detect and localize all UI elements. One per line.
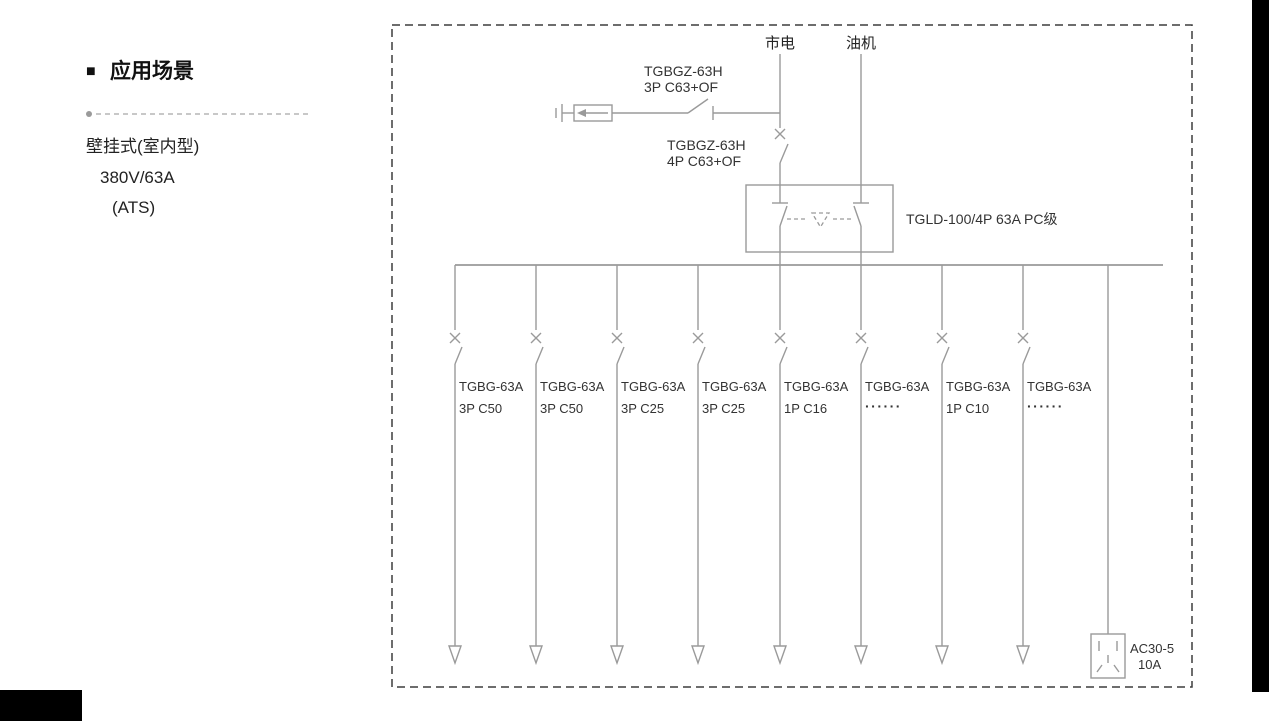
branch-spec-label: 3P C50	[540, 401, 583, 416]
branch-model-label: TGBG-63A	[540, 379, 605, 394]
load-arrow-icon	[854, 645, 868, 666]
breaker-icon	[692, 332, 706, 365]
generator-source-label: 油机	[846, 35, 876, 52]
load-arrow-icon	[1016, 645, 1030, 666]
socket-model-label: AC30-5	[1130, 641, 1174, 656]
spd-icon	[573, 104, 613, 122]
branch-model-label: TGBG-63A	[784, 379, 849, 394]
feeder-branch: TGBG-63A 3P C50	[529, 265, 605, 666]
branch-spec-label: 3P C25	[621, 401, 664, 416]
feeder-branch: TGBG-63A ······	[1016, 265, 1092, 666]
ground-icon	[555, 104, 563, 122]
socket-rating-label: 10A	[1138, 657, 1161, 672]
load-arrow-icon	[935, 645, 949, 666]
load-arrow-icon	[448, 645, 462, 666]
mains-incoming-line	[774, 54, 789, 185]
panel-description-line: 380V/63A	[100, 168, 175, 187]
branch-spec-label: 1P C10	[946, 401, 989, 416]
ats-box	[745, 184, 894, 265]
spd-breaker-icon	[687, 98, 714, 120]
breaker-icon	[1017, 332, 1031, 365]
branch-spec-label: 1P C16	[784, 401, 827, 416]
feeder-branch: TGBG-63A 1P C16	[773, 265, 849, 666]
load-arrow-icon	[610, 645, 624, 666]
load-arrow-icon	[529, 645, 543, 666]
ats-label: TGLD-100/4P 63A PC级	[906, 211, 1057, 227]
load-arrow-icon	[773, 645, 787, 666]
branch-model-label: TGBG-63A	[865, 379, 930, 394]
left-panel: ■ 应用场景 壁挂式(室内型) 380V/63A (ATS)	[86, 59, 312, 217]
breaker-icon	[774, 332, 788, 365]
branch-model-label: TGBG-63A	[946, 379, 1011, 394]
mains-source-label: 市电	[765, 35, 795, 52]
ats-triangle-icon	[810, 212, 831, 229]
breaker-icon	[449, 332, 463, 365]
spd-branch	[555, 98, 780, 122]
branch-model-label: TGBG-63A	[459, 379, 524, 394]
breaker-icon	[530, 332, 544, 365]
black-bar-bottom-left	[0, 690, 82, 721]
diagram-dashed-border	[391, 24, 1193, 688]
panel-description-line: 壁挂式(室内型)	[86, 137, 199, 156]
section-title: 应用场景	[110, 59, 194, 83]
branch-model-label: TGBG-63A	[702, 379, 767, 394]
branch-spec-label: 3P C25	[702, 401, 745, 416]
branch-model-label: TGBG-63A	[621, 379, 686, 394]
branch-spec-label: ······	[1027, 398, 1064, 414]
feeder-branch: TGBG-63A 1P C10	[935, 265, 1011, 666]
load-arrow-icon	[691, 645, 705, 666]
title-bullet-icon: ■	[86, 63, 96, 80]
black-bar-right	[1252, 0, 1269, 692]
socket-icon	[1090, 633, 1126, 679]
breaker-icon	[611, 332, 625, 365]
main-breaker-spec-label: 4P C63+OF	[667, 153, 741, 169]
breaker-icon	[936, 332, 950, 365]
main-breaker-model-label: TGBGZ-63H	[667, 137, 746, 153]
spd-breaker-model-label: TGBGZ-63H	[644, 63, 723, 79]
breaker-icon	[855, 332, 869, 365]
spd-breaker-spec-label: 3P C63+OF	[644, 79, 718, 95]
feeder-branch: TGBG-63A 3P C25	[691, 265, 767, 666]
title-underline	[86, 111, 312, 117]
feeder-branch: TGBG-63A ······	[854, 265, 930, 666]
socket-branch: AC30-5 10A	[1090, 265, 1174, 679]
feeder-branch: TGBG-63A 3P C50	[448, 265, 524, 666]
main-breaker-icon	[774, 128, 789, 164]
branch-spec-label: ······	[865, 398, 902, 414]
branch-model-label: TGBG-63A	[1027, 379, 1092, 394]
branch-spec-label: 3P C50	[459, 401, 502, 416]
feeder-branch: TGBG-63A 3P C25	[610, 265, 686, 666]
panel-description-line: (ATS)	[112, 198, 155, 217]
